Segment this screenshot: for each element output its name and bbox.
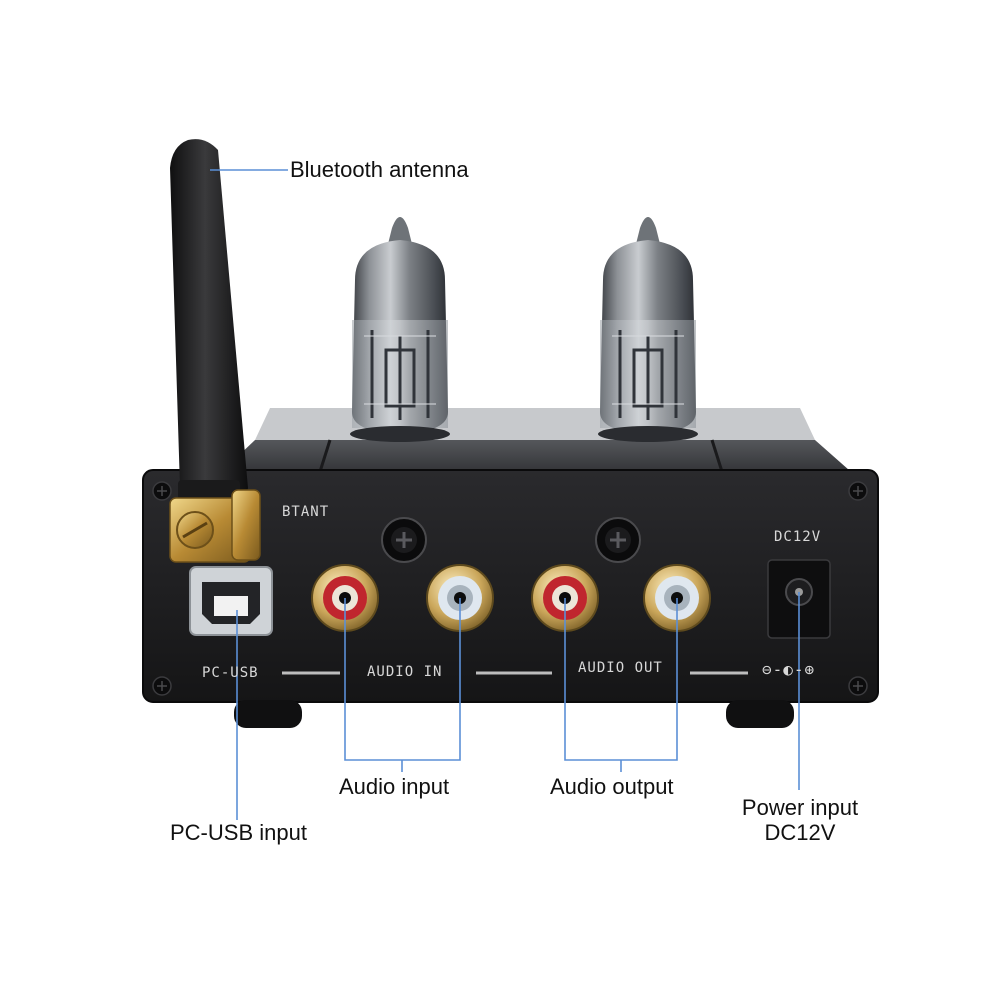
callout-audio-input: Audio input (339, 774, 450, 799)
top-plate (215, 440, 858, 478)
callout-power-input: Power input DC12V (730, 795, 870, 846)
bluetooth-antenna (170, 139, 248, 502)
panel-label-pc-usb: PC-USB (202, 665, 259, 681)
corner-screws (152, 481, 868, 696)
panel-screw-left (381, 517, 427, 563)
panel-label-btant: BTANT (282, 504, 330, 520)
vacuum-tube-right (598, 217, 698, 442)
usb-b-port (189, 566, 273, 636)
vacuum-tube-left (350, 217, 450, 442)
leader-lines (210, 169, 800, 820)
panel-screw-right (595, 517, 641, 563)
callout-power-input-line2: DC12V (764, 820, 836, 846)
panel-label-audio-in: AUDIO IN (367, 664, 443, 680)
top-rear-lip (255, 408, 815, 440)
callout-pc-usb-input: PC-USB input (170, 820, 307, 845)
foot-right (726, 700, 794, 728)
leader-line-audio-output (564, 598, 678, 772)
foot-left (234, 700, 302, 728)
panel-label-dc12v: DC12V (774, 529, 822, 545)
antenna-connector (169, 489, 261, 563)
rear-panel (142, 469, 879, 703)
panel-label-polarity: ⊖-◐-⊕ (762, 660, 816, 679)
callout-bluetooth-antenna: Bluetooth antenna (290, 157, 469, 182)
callout-audio-output: Audio output (550, 774, 674, 799)
panel-label-audio-out: AUDIO OUT (578, 660, 663, 676)
callout-power-input-line1: Power input (741, 795, 859, 820)
leader-line-audio-input (344, 598, 461, 772)
